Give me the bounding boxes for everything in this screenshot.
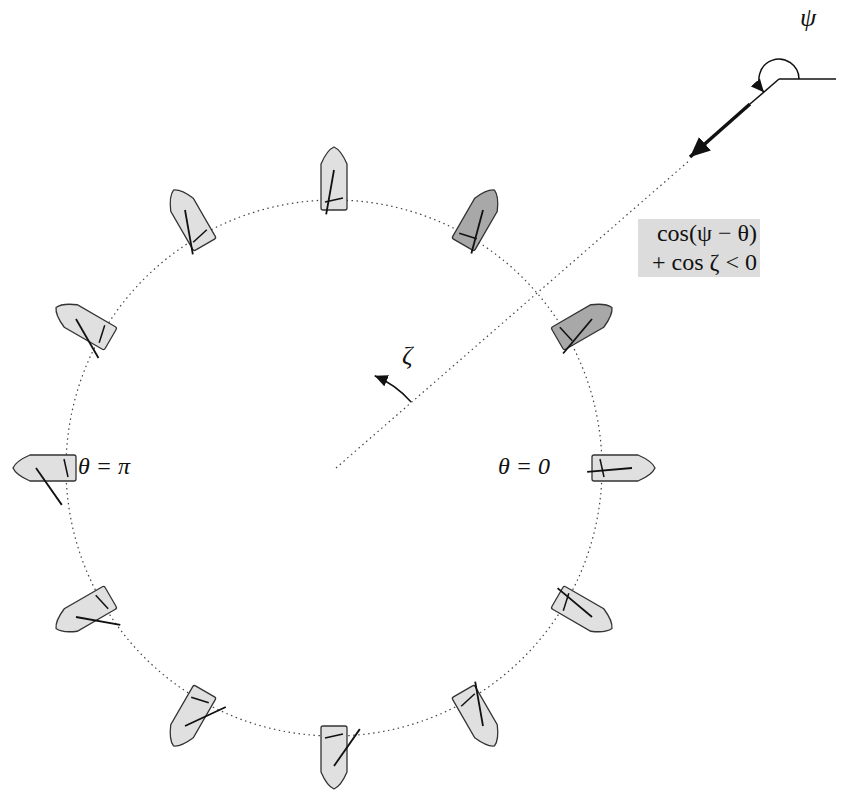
- psi-ray: [750, 79, 779, 104]
- condition-text: cos(ψ − θ) + cos ζ < 0: [638, 219, 760, 277]
- boat: [321, 147, 347, 214]
- boat: [50, 586, 126, 654]
- boat: [451, 682, 508, 753]
- angle-label: θ = 0: [498, 452, 550, 481]
- boat: [587, 455, 655, 481]
- region-outline: [336, 47, 836, 469]
- psi-arc: [759, 59, 799, 92]
- psi-reference: [779, 78, 836, 80]
- boat: [321, 726, 360, 789]
- boat: [160, 184, 217, 255]
- boat: [547, 584, 618, 640]
- wedge-axis: [336, 160, 690, 468]
- boat: [450, 184, 506, 255]
- course-circle: [66, 200, 602, 736]
- angle-label: ζ: [402, 340, 413, 371]
- boat: [13, 455, 76, 505]
- zeta-arc: [375, 376, 411, 402]
- boat: [45, 296, 117, 358]
- angle-label: θ = π: [78, 452, 130, 481]
- boat: [162, 685, 227, 759]
- boat: [549, 296, 620, 353]
- wind-arrow: [690, 104, 750, 157]
- boat-group: [13, 147, 655, 789]
- angle-label: ψ: [800, 2, 816, 33]
- condition-region: cos(ψ − θ) + cos ζ < 0: [336, 47, 836, 469]
